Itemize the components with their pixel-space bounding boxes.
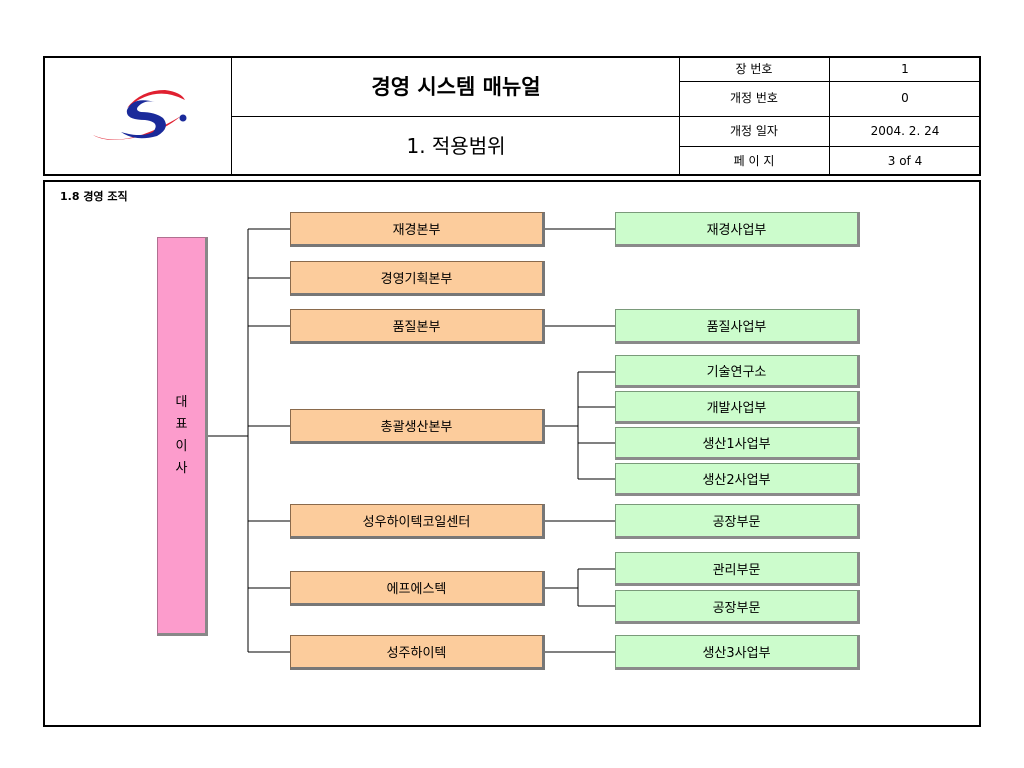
ceo-char: 이: [175, 438, 188, 454]
division-box-quality: 품질본부: [290, 309, 545, 344]
document-header: 경영 시스템 매뉴얼 1. 적용범위 장 번호 1 개정 번호 0 개정 일자 …: [43, 56, 981, 176]
company-logo: [85, 80, 195, 150]
content-frame: [43, 180, 981, 727]
sub-unit-box: 생산3사업부: [615, 635, 860, 670]
field-value-revision: 0: [901, 91, 909, 105]
ceo-box: 대 표 이 사: [157, 237, 208, 636]
header-divider: [679, 81, 979, 82]
field-label-revision: 개정 번호: [730, 91, 778, 105]
swoosh-s-logo-icon: [93, 90, 187, 140]
division-box-fstech: 에프에스텍: [290, 571, 545, 606]
ceo-char: 표: [175, 416, 188, 432]
sub-unit-box: 공장부문: [615, 504, 860, 539]
sub-unit-box: 품질사업부: [615, 309, 860, 344]
division-box-coil-center: 성우하이텍코일센터: [290, 504, 545, 539]
field-label-page: 페 이 지: [733, 154, 775, 168]
field-value-chapter: 1: [901, 62, 909, 76]
sub-unit-box: 생산1사업부: [615, 427, 860, 460]
division-box-finance: 재경본부: [290, 212, 545, 247]
header-divider: [679, 146, 979, 147]
field-value-rev-date: 2004. 2. 24: [870, 124, 940, 138]
field-label-rev-date: 개정 일자: [730, 124, 778, 138]
sub-unit-box: 관리부문: [615, 552, 860, 586]
sub-unit-box: 기술연구소: [615, 355, 860, 388]
sub-unit-box: 재경사업부: [615, 212, 860, 247]
sub-unit-box: 개발사업부: [615, 391, 860, 424]
division-box-planning: 경영기획본부: [290, 261, 545, 296]
division-box-production: 총괄생산본부: [290, 409, 545, 444]
doc-title: 경영 시스템 매뉴얼: [371, 75, 541, 99]
field-label-chapter: 장 번호: [735, 62, 773, 76]
header-divider: [231, 116, 979, 117]
sub-unit-box: 공장부문: [615, 590, 860, 624]
ceo-char: 사: [175, 460, 188, 476]
section-title: 1. 적용범위: [406, 134, 506, 158]
sub-unit-box: 생산2사업부: [615, 463, 860, 496]
division-box-seongju: 성주하이텍: [290, 635, 545, 670]
field-value-page: 3 of 4: [887, 154, 923, 168]
ceo-char: 대: [175, 394, 188, 410]
section-label: 1.8 경영 조직: [60, 190, 128, 203]
